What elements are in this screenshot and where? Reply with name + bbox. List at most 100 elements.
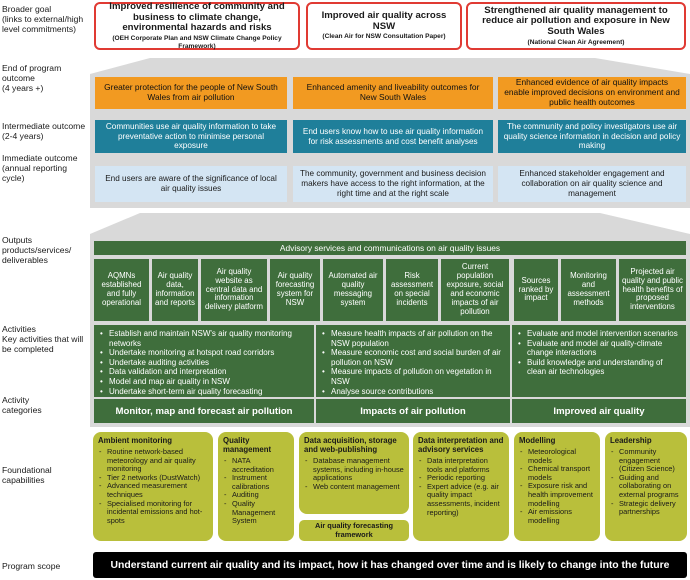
label-line: level commitments) [2, 24, 77, 35]
intermediate-outcome-box: Communities use air quality information … [95, 120, 287, 153]
capability-item: Meteorological models [519, 447, 595, 465]
label-line: deliverables [2, 255, 48, 266]
label-line: Outputs [2, 235, 33, 245]
category-improved: Improved air quality [512, 399, 686, 423]
output-box: Monitoring and assessment methods [561, 259, 616, 321]
immediate-outcome-box: The community, government and business d… [293, 166, 493, 202]
label-line: capabilities [2, 475, 45, 486]
label-line: Immediate outcome [2, 153, 78, 163]
goal-box-air-quality: Improved air quality across NSW (Clean A… [306, 2, 462, 50]
label-line: Broader goal [2, 4, 52, 14]
capability-item: Exposure risk and health improvement mod… [519, 482, 595, 508]
output-box: Risk assessment on special incidents [386, 259, 438, 321]
activity-item: Model and map air quality in NSW [100, 377, 308, 387]
activity-item: Evaluate and model intervention scenario… [518, 329, 680, 339]
row-label-broader-goal: Broader goal (links to external/high lev… [2, 4, 92, 34]
goal-box-air-management: Strengthened air quality management to r… [466, 2, 686, 50]
label-line: (links to external/high [2, 14, 84, 25]
activity-item: Analyse source contributions [322, 387, 504, 397]
row-label-outputs: Outputs products/services/ deliverables [2, 235, 92, 265]
capability-item: Tier 2 networks (DustWatch) [98, 473, 208, 483]
capability-title: Ambient monitoring [98, 436, 173, 445]
capability-item: Air emissions modelling [519, 507, 595, 525]
capability-item: Guiding and collaborating on external pr… [610, 473, 682, 500]
forecasting-framework-box: Air quality forecasting framework [299, 520, 409, 541]
goal-title: Strengthened air quality management to r… [482, 4, 670, 38]
output-box: Air quality forecasting system for NSW [270, 259, 320, 321]
label-line: products/services/ [2, 245, 72, 256]
capability-title: Leadership [610, 436, 652, 445]
capability-item: Chemical transport models [519, 464, 595, 482]
output-box: AQMNs established and fully operational [94, 259, 149, 321]
outputs-banner: Advisory services and communications on … [94, 241, 686, 255]
intermediate-outcome-box: End users know how to use air quality in… [293, 120, 493, 153]
category-impacts: Impacts of air pollution [316, 399, 510, 423]
capability-item: Advanced measurement techniques [98, 482, 208, 499]
activity-item: Undertake short-term air quality forecas… [100, 387, 308, 397]
label-line: Activities [2, 324, 36, 334]
label-line: (2-4 years) [2, 131, 44, 142]
end-outcome-box: Enhanced amenity and liveability outcome… [293, 77, 493, 109]
capability-item: Instrument calibrations [223, 473, 289, 491]
capability-title: Data interpretation and advisory service… [418, 436, 504, 455]
label-line: Intermediate outcome [2, 121, 86, 131]
capability-item: NATA accreditation [223, 456, 289, 474]
output-box: Current population exposure, social and … [441, 259, 509, 321]
capability-item: Strategic delivery partnerships [610, 499, 682, 517]
capability-item: Database management systems, including i… [304, 456, 404, 483]
capability-quality-management: Quality management NATA accreditation In… [218, 432, 294, 541]
end-outcome-box: Greater protection for the people of New… [95, 77, 287, 109]
activities-monitor-box: Establish and maintain NSW's air quality… [94, 325, 314, 397]
activities-improved-box: Evaluate and model intervention scenario… [512, 325, 686, 397]
capability-item: Data interpretation tools and platforms [418, 456, 504, 474]
capability-modelling: Modelling Meteorological models Chemical… [514, 432, 600, 541]
capability-item: Community engagement (Citizen Science) [610, 447, 682, 474]
label-line: be completed [2, 344, 54, 355]
row-label-end-of-program: End of program outcome (4 years +) [2, 63, 92, 93]
activity-item: Undertake auditing activities [100, 358, 308, 368]
capability-title: Modelling [519, 436, 556, 445]
goal-source: (National Clean Air Agreement) [527, 38, 625, 46]
activity-item: Data validation and interpretation [100, 367, 308, 377]
capability-title: Quality management [223, 436, 272, 455]
capability-item: Auditing [223, 491, 289, 500]
output-box: Automated air quality messaging system [323, 259, 383, 321]
capability-item: Specialised monitoring for incidental em… [98, 499, 208, 526]
goal-title: Improved air quality across NSW [321, 9, 447, 32]
output-box: Sources ranked by impact [514, 259, 558, 321]
row-label-immediate: Immediate outcome (annual reporting cycl… [2, 153, 92, 183]
immediate-outcome-box: End users are aware of the significance … [95, 166, 287, 202]
activity-item: Undertake monitoring at hotspot road cor… [100, 348, 308, 358]
capability-data-interpretation: Data interpretation and advisory service… [413, 432, 509, 541]
capability-item: Routine network-based meteorology and ai… [98, 447, 208, 474]
output-box: Air quality data, information and report… [152, 259, 198, 321]
goal-source: (OEH Corporate Plan and NSW Climate Chan… [112, 35, 282, 50]
label-line: Foundational [2, 465, 52, 475]
activity-item: Evaluate and model air quality-climate c… [518, 339, 680, 358]
goal-title: Improved resilience of community and bus… [109, 0, 285, 34]
activity-item: Measure health impacts of air pollution … [322, 329, 504, 348]
end-outcome-box: Enhanced evidence of air quality impacts… [498, 77, 686, 109]
capability-leadership: Leadership Community engagement (Citizen… [605, 432, 687, 541]
immediate-outcome-box: Enhanced stakeholder engagement and coll… [498, 166, 686, 202]
activity-item: Measure economic cost and social burden … [322, 348, 504, 367]
output-box: Air quality website as central data and … [201, 259, 267, 321]
intermediate-outcome-box: The community and policy investigators u… [498, 120, 686, 153]
goal-box-resilience: Improved resilience of community and bus… [94, 0, 300, 50]
row-label-program-scope: Program scope [2, 561, 92, 571]
label-line: categories [2, 405, 42, 416]
activity-item: Build knowledge and understanding of cle… [518, 358, 680, 377]
capability-item: Web content management [304, 482, 404, 492]
row-label-activity-categories: Activity categories [2, 395, 92, 415]
output-box: Projected air quality and public health … [619, 259, 686, 321]
label-line: cycle) [2, 173, 25, 184]
program-scope-bar: Understand current air quality and its i… [93, 552, 687, 578]
capability-ambient-monitoring: Ambient monitoring Routine network-based… [93, 432, 213, 541]
label-line: Program scope [2, 561, 61, 571]
activity-item: Measure impacts of pollution on vegetati… [322, 367, 504, 386]
capability-item: Quality Management System [223, 499, 289, 526]
activity-item: Establish and maintain NSW's air quality… [100, 329, 308, 348]
label-line: Key activities that will [2, 334, 84, 345]
activities-impacts-box: Measure health impacts of air pollution … [316, 325, 510, 397]
